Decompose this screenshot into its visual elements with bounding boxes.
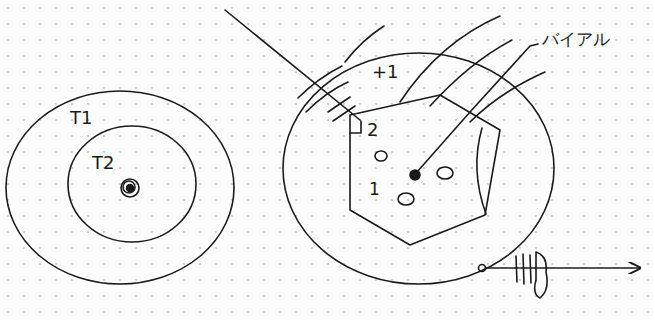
inner-region-outline (345, 90, 505, 250)
node-label: T1 (70, 108, 92, 128)
node-label: T2 (92, 153, 114, 173)
outline-shape (6, 91, 234, 284)
small-circle (375, 151, 387, 161)
outline-shape (283, 53, 554, 284)
inner-region: 2 (345, 90, 505, 250)
inner-circle: T2 (67, 125, 197, 243)
node-label: 2 (367, 120, 378, 140)
outer-circle: T1T2 (5, 90, 235, 285)
inner-circle-outline (67, 125, 197, 243)
part-label: バイアル (542, 30, 610, 49)
outer-ellipse-outline (282, 52, 555, 285)
node-label: +1 (372, 62, 399, 82)
small-circle (398, 193, 414, 205)
leader-line (225, 10, 360, 120)
leader-line (417, 44, 538, 172)
bracket-mark (350, 121, 361, 133)
outline-shape (68, 126, 196, 242)
small-circle (437, 167, 453, 179)
outline-shape (350, 95, 500, 245)
spiral-core (121, 179, 139, 197)
outer-circle-outline (5, 90, 235, 285)
hatch-strokes (298, 16, 545, 214)
callout-number: 1 (369, 180, 380, 199)
outer-ellipse: +1 2 (282, 52, 555, 285)
